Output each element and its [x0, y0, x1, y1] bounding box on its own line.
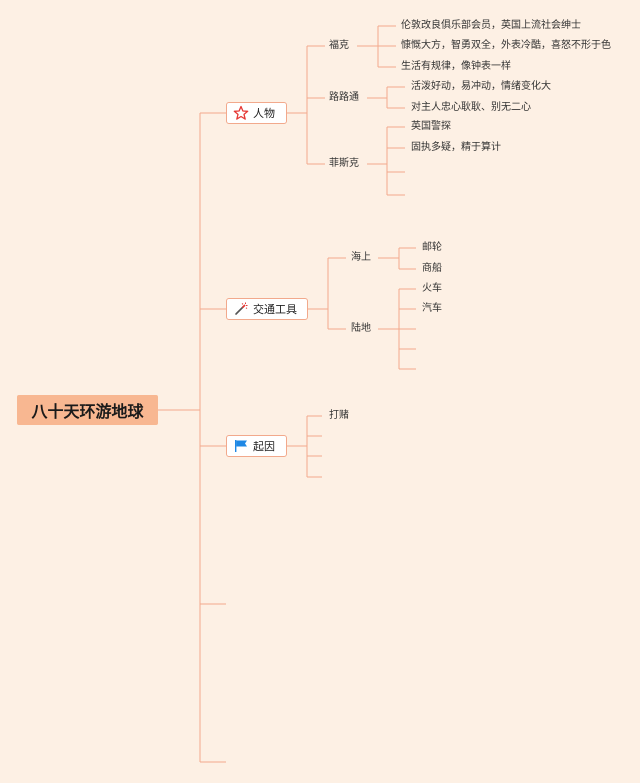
- detail-item[interactable]: 伦敦改良俱乐部会员，英国上流社会绅士: [401, 20, 581, 31]
- detail-item[interactable]: 活泼好动，易冲动，情绪变化大: [411, 81, 551, 92]
- branch-label: 起因: [253, 440, 275, 453]
- root-topic[interactable]: 八十天环游地球: [17, 395, 158, 425]
- detail-item[interactable]: 慷慨大方，智勇双全，外表冷酷，喜怒不形于色: [401, 40, 611, 51]
- topic-sea[interactable]: 海上: [351, 252, 371, 263]
- detail-item[interactable]: 邮轮: [422, 242, 442, 253]
- topic-fix[interactable]: 菲斯克: [329, 158, 359, 169]
- detail-item[interactable]: 商船: [422, 263, 442, 274]
- flag-icon: [233, 438, 249, 454]
- branch-label: 人物: [253, 107, 275, 120]
- detail-item[interactable]: 生活有规律，像钟表一样: [401, 61, 511, 72]
- detail-item[interactable]: 固执多疑，精于算计: [411, 142, 501, 153]
- star-icon: [233, 105, 249, 121]
- topic-fogg[interactable]: 福克: [329, 40, 349, 51]
- detail-item[interactable]: 英国警探: [411, 121, 451, 132]
- detail-item[interactable]: 对主人忠心耿耿、别无二心: [411, 102, 531, 113]
- branch-transport[interactable]: 交通工具: [226, 298, 308, 320]
- magic-wand-icon: [233, 301, 249, 317]
- branch-characters[interactable]: 人物: [226, 102, 287, 124]
- topic-land[interactable]: 陆地: [351, 323, 371, 334]
- topic-passepartout[interactable]: 路路通: [329, 92, 359, 103]
- branch-cause[interactable]: 起因: [226, 435, 287, 457]
- detail-item[interactable]: 火车: [422, 283, 442, 294]
- detail-item[interactable]: 汽车: [422, 303, 442, 314]
- branch-label: 交通工具: [253, 303, 297, 316]
- topic-bet[interactable]: 打赌: [329, 410, 349, 421]
